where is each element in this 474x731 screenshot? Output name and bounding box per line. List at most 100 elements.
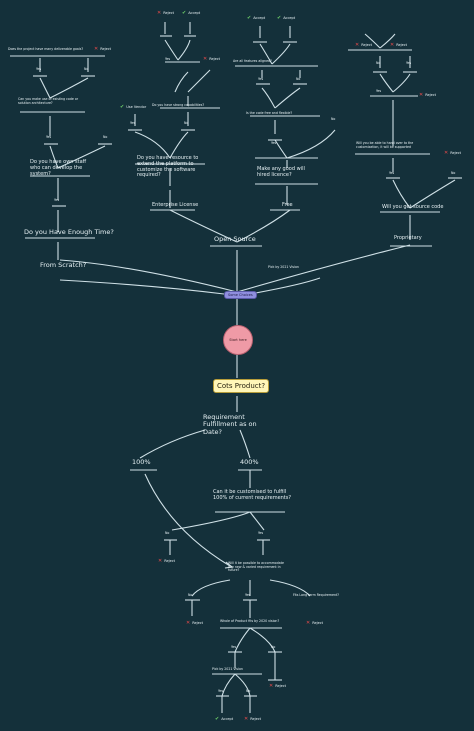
connector xyxy=(191,579,231,597)
yes-label: Yes xyxy=(258,531,264,535)
top-question-4: Are all features aligned? xyxy=(233,59,272,63)
yes-label: Yes xyxy=(376,89,382,93)
reject-badge: ✕ Reject xyxy=(355,42,373,48)
no-label: No xyxy=(331,117,336,121)
source-code-question: Will you get source code xyxy=(382,204,444,210)
no-label: No xyxy=(246,689,251,693)
cross-icon: ✕ xyxy=(306,620,311,626)
connector xyxy=(379,33,396,49)
yes-label: Yes xyxy=(406,61,412,65)
connector xyxy=(49,145,59,169)
yes-label: Yes xyxy=(218,689,224,693)
yes-label: Yes xyxy=(231,645,237,649)
connector xyxy=(249,627,276,653)
yes-label: Yes xyxy=(271,141,277,145)
make-use-question: Can you make use of existing code or sol… xyxy=(18,97,79,105)
no-label: No xyxy=(184,121,189,125)
top-question-2: Do you have strong capabilities? xyxy=(152,103,205,107)
reject-badge: ✕ Reject xyxy=(94,46,112,52)
connector xyxy=(139,429,206,459)
connector xyxy=(274,87,301,109)
connector xyxy=(134,131,171,159)
accept-badge: ✔ Accept xyxy=(277,15,296,21)
reject-badge: ✕ Reject xyxy=(444,150,462,156)
check-icon: ✔ xyxy=(277,15,282,21)
connector xyxy=(49,77,89,99)
pick-vision-label: Pick by 2021 Vision xyxy=(268,265,299,269)
connector xyxy=(59,259,238,293)
free-label: Free xyxy=(282,202,293,208)
connector xyxy=(169,131,189,159)
connector xyxy=(379,73,394,93)
free-question: Do you have resource to extend the platf… xyxy=(137,155,199,179)
cross-icon: ✕ xyxy=(94,46,99,52)
check-icon: ✔ xyxy=(215,716,220,722)
connector xyxy=(224,561,234,569)
no-label: No xyxy=(103,135,108,139)
yes-label: Yes xyxy=(165,57,171,61)
connector xyxy=(274,139,288,159)
connector xyxy=(236,244,411,293)
connector xyxy=(239,429,251,459)
connector xyxy=(409,179,456,209)
feasible-question: Will it be possible to accommodate any n… xyxy=(228,561,284,573)
reject-badge: ✕ Reject xyxy=(244,716,262,722)
requirement-label: Requirement Fulfillment as on Date? xyxy=(203,413,257,436)
cross-icon: ✕ xyxy=(444,150,449,156)
connector xyxy=(269,579,311,597)
connector xyxy=(286,129,336,159)
vendor-question: Will you be able to hand over to the cus… xyxy=(356,141,414,149)
enterprise-label: Enterprise License xyxy=(152,202,199,208)
yes-label: Yes xyxy=(54,198,60,202)
customize-question: Can it be customised to fulfill 100% of … xyxy=(213,489,292,501)
yes-label: Yes xyxy=(36,67,42,71)
no-label: No xyxy=(84,67,89,71)
cots-question-card[interactable]: Cots Product? xyxy=(213,379,270,393)
whole-product-question: Whole of Product fits by 2020 vision? xyxy=(220,619,280,623)
cross-icon: ✕ xyxy=(186,620,191,626)
connector xyxy=(234,673,251,697)
accept-badge: ✔ Use Vendor xyxy=(120,104,147,110)
connector xyxy=(177,39,191,61)
fit-long-term-label: Fits Long term Requirement? xyxy=(293,593,339,597)
yes-label: Yes xyxy=(46,135,52,139)
reject-badge: ✕ Reject xyxy=(306,620,324,626)
pct-low-label: 100% xyxy=(132,458,151,466)
connector xyxy=(392,73,411,93)
yes-label: Yes xyxy=(245,593,251,597)
cross-icon: ✕ xyxy=(203,56,208,62)
long-term-free-question: Make any good will hired licence? xyxy=(257,166,305,178)
root-node[interactable]: Start here xyxy=(223,325,253,355)
reject-badge: ✕ Reject xyxy=(269,683,287,689)
connector xyxy=(164,39,179,61)
connector xyxy=(271,43,291,65)
pick-one-label: Pick by 2021 Vision xyxy=(212,667,243,671)
check-icon: ✔ xyxy=(247,15,252,21)
cross-icon: ✕ xyxy=(269,683,274,689)
connector xyxy=(144,473,231,567)
cross-icon: ✕ xyxy=(419,92,424,98)
cross-icon: ✕ xyxy=(390,42,395,48)
connector xyxy=(259,43,273,65)
connector xyxy=(174,71,189,93)
connector xyxy=(236,209,291,243)
reject-badge: ✕ Reject xyxy=(157,10,175,16)
top-question-3: Is the code free and flexible? xyxy=(246,111,293,115)
no-label: No xyxy=(271,645,276,649)
pct-high-label: 400% xyxy=(240,458,259,466)
yes-label: Yes xyxy=(130,121,136,125)
reject-badge: ✕ Reject xyxy=(419,92,437,98)
connector xyxy=(171,511,251,531)
check-icon: ✔ xyxy=(182,10,187,16)
connector xyxy=(187,69,211,93)
cross-icon: ✕ xyxy=(157,10,162,16)
connector xyxy=(234,627,251,653)
open-source-label: Open Source xyxy=(214,235,256,243)
no-label: No xyxy=(188,593,193,597)
connector xyxy=(249,277,321,295)
reject-badge: ✕ Reject xyxy=(390,42,408,48)
cross-icon: ✕ xyxy=(355,42,360,48)
hub-node[interactable]: Some Choices xyxy=(224,291,257,299)
connector xyxy=(59,279,225,295)
